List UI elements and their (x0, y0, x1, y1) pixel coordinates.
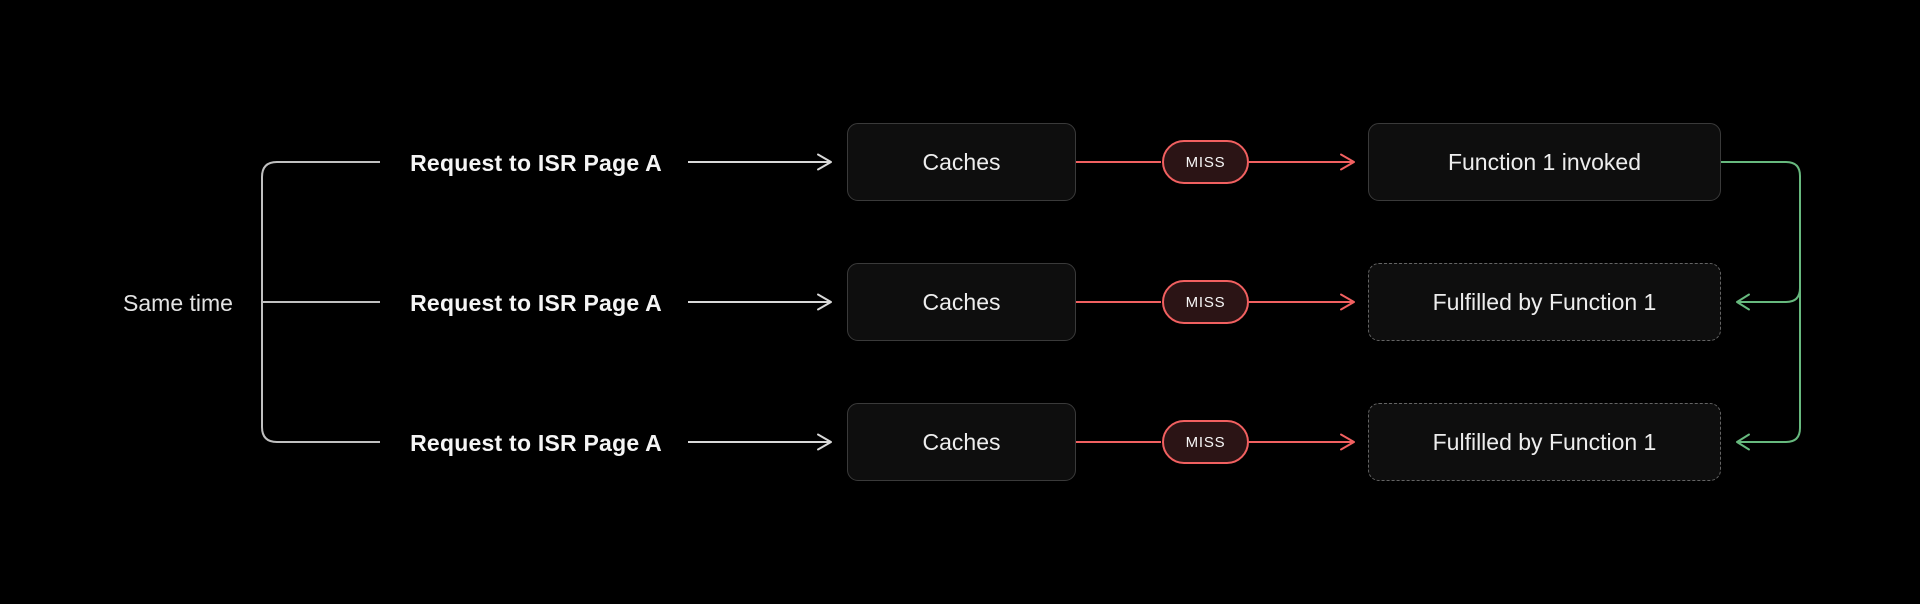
miss-arrow-row-3 (1076, 433, 1355, 451)
request-arrow-row-3 (688, 433, 832, 451)
fulfilled-node-row-3: Fulfilled by Function 1 (1368, 403, 1721, 481)
same-time-bracket (261, 161, 380, 443)
miss-arrow-row-1 (1076, 153, 1355, 171)
request-label-row-1: Request to ISR Page A (410, 149, 662, 176)
caches-node-row-3: Caches (847, 403, 1076, 481)
function-invoked-node: Function 1 invoked (1368, 123, 1721, 201)
function-reuse-connector (1721, 161, 1801, 451)
request-label-row-3: Request to ISR Page A (410, 429, 662, 456)
request-arrow-row-1 (688, 153, 832, 171)
miss-badge-row-1: MISS (1162, 140, 1249, 184)
miss-arrow-row-2 (1076, 293, 1355, 311)
request-label-row-2: Request to ISR Page A (410, 289, 662, 316)
same-time-label: Same time (123, 289, 233, 316)
fulfilled-node-row-2: Fulfilled by Function 1 (1368, 263, 1721, 341)
miss-badge-row-2: MISS (1162, 280, 1249, 324)
miss-badge-row-3: MISS (1162, 420, 1249, 464)
request-arrow-row-2 (688, 293, 832, 311)
caches-node-row-2: Caches (847, 263, 1076, 341)
caches-node-row-1: Caches (847, 123, 1076, 201)
